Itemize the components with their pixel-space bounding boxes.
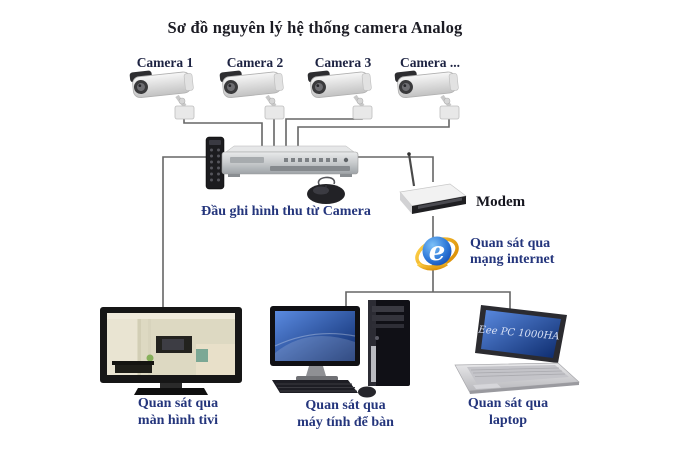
tv-label: Quan sát qua màn hình tivi (108, 395, 248, 429)
wifi-modem-icon (399, 152, 467, 214)
internet-explorer-icon: e (415, 236, 459, 271)
mouse-icon (307, 176, 345, 204)
tv-label-line1: Quan sát qua (137, 396, 219, 411)
desktop-label-line1: Quan sát qua (305, 398, 386, 413)
dvr-label: Đầu ghi hình thu từ Camera (201, 204, 371, 219)
svg-text:e: e (429, 237, 446, 267)
line-dvr-to-modem (354, 156, 434, 182)
laptop-label-line1: Quan sát qua (467, 396, 549, 411)
dvr-recorder-icon (221, 145, 359, 177)
cctv-camera-icon (394, 70, 460, 120)
line-dvr-to-tv (162, 156, 206, 309)
desktop-label: Quan sát qua máy tính để bàn (268, 397, 423, 431)
laptop-icon: Eee PC 1000HA (454, 305, 580, 394)
camera4-label: Camera ... (400, 55, 460, 70)
internet-label: Quan sát qua mạng internet (470, 236, 580, 268)
laptop-label: Quan sát qua laptop (438, 395, 578, 429)
laptop-label-line2: laptop (488, 413, 528, 428)
modem-label: Modem (476, 194, 526, 210)
cctv-camera-icon (307, 70, 373, 120)
desktop-label-line2: máy tính để bàn (297, 415, 394, 430)
camera1-label: Camera 1 (136, 55, 194, 70)
camera3-label: Camera 3 (314, 55, 372, 70)
internet-label-line2: mạng internet (470, 252, 555, 267)
tv-label-line2: màn hình tivi (137, 413, 219, 428)
line-branch-to-pc-laptop (345, 291, 511, 317)
remote-control-icon (205, 136, 225, 190)
cctv-camera-icon (129, 70, 195, 120)
cctv-camera-icon (219, 70, 285, 120)
camera2-label: Camera 2 (226, 55, 284, 70)
internet-label-line1: Quan sát qua (470, 236, 551, 251)
diagram-title: Sơ đồ nguyên lý hệ thống camera Analog (167, 18, 463, 37)
tv-screen-icon (100, 307, 242, 395)
desktop-computer-icon (270, 300, 410, 398)
